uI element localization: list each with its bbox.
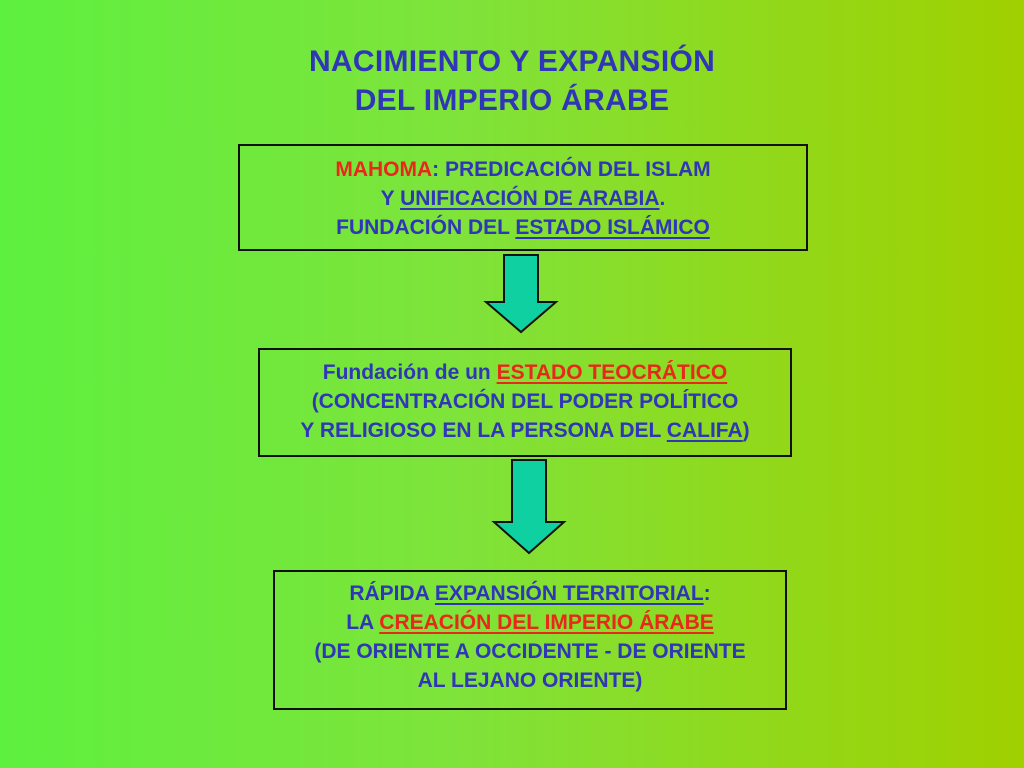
box2-line-3: Y RELIGIOSO EN LA PERSONA DEL CALIFA): [260, 416, 790, 445]
creacion-imperio-highlight: CREACIÓN DEL IMPERIO ÁRABE: [379, 611, 714, 634]
box-expansion-territorial: RÁPIDA EXPANSIÓN TERRITORIAL: LA CREACIÓ…: [273, 570, 787, 710]
box-estado-teocratico: Fundación de un ESTADO TEOCRÁTICO (CONCE…: [258, 348, 792, 457]
title-line-1: NACIMIENTO Y EXPANSIÓN: [308, 45, 716, 78]
box2-line-3-suffix: ): [742, 419, 750, 442]
title-line-2: DEL IMPERIO ÁRABE: [354, 84, 670, 117]
box1-line-1: MAHOMA: PREDICACIÓN DEL ISLAM: [240, 155, 806, 184]
box1-line-2-suffix: .: [659, 187, 666, 210]
box2-line-1: Fundación de un ESTADO TEOCRÁTICO: [260, 358, 790, 387]
box3-line-2-prefix: LA: [346, 611, 380, 634]
box2-line-3-prefix: Y RELIGIOSO EN LA PERSONA DEL: [300, 419, 667, 442]
box3-line-2: LA CREACIÓN DEL IMPERIO ÁRABE: [275, 608, 785, 637]
box3-line-1-suffix: :: [703, 582, 711, 605]
mahoma-highlight: MAHOMA: [335, 158, 433, 181]
estado-teocratico-highlight: ESTADO TEOCRÁTICO: [496, 361, 728, 384]
box1-line-1-text: : PREDICACIÓN DEL ISLAM: [432, 158, 711, 181]
down-arrow-2-icon: [491, 459, 567, 555]
estado-islamico-underlined: ESTADO ISLÁMICO: [515, 216, 710, 239]
box3-line-1-prefix: RÁPIDA: [349, 582, 435, 605]
box3-line-1: RÁPIDA EXPANSIÓN TERRITORIAL:: [275, 579, 785, 608]
box1-line-3: FUNDACIÓN DEL ESTADO ISLÁMICO: [240, 213, 806, 242]
box1-line-2: Y UNIFICACIÓN DE ARABIA.: [240, 184, 806, 213]
expansion-territorial-underlined: EXPANSIÓN TERRITORIAL: [434, 582, 704, 605]
box3-line-3: (DE ORIENTE A OCCIDENTE - DE ORIENTE: [314, 640, 746, 663]
unificacion-underlined: UNIFICACIÓN DE ARABIA: [400, 187, 660, 210]
box1-line-2-prefix: Y: [380, 187, 401, 210]
page-title: NACIMIENTO Y EXPANSIÓN DEL IMPERIO ÁRABE: [0, 42, 1024, 120]
box1-line-3-prefix: FUNDACIÓN DEL: [336, 216, 516, 239]
box-mahoma: MAHOMA: PREDICACIÓN DEL ISLAM Y UNIFICAC…: [238, 144, 808, 251]
box2-line-1-prefix: Fundación de un: [322, 361, 497, 384]
down-arrow-1-icon: [483, 254, 559, 334]
califa-underlined: CALIFA: [666, 419, 743, 442]
box2-line-2: (CONCENTRACIÓN DEL PODER POLÍTICO: [311, 390, 739, 413]
box3-line-4: AL LEJANO ORIENTE): [417, 669, 643, 692]
